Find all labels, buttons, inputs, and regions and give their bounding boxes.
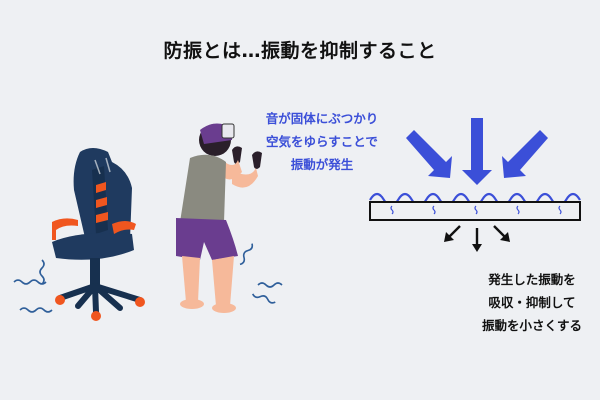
incoming-arrow-left-icon (406, 130, 452, 178)
effect-note: 発生した振動を 吸収・抑制して 振動を小さくする (462, 268, 600, 337)
cause-note: 音が固体にぶつかり 空気をゆらすことで 振動が発生 (262, 107, 382, 176)
damping-material (369, 201, 581, 221)
gaming-chair-illustration (13, 148, 145, 321)
effect-note-line: 振動を小さくする (481, 318, 582, 333)
cause-note-line: 音が固体にぶつかり (265, 111, 379, 126)
damping-diagram (369, 118, 581, 252)
effect-note-line: 吸収・抑制して (488, 295, 576, 310)
incoming-arrow-right-icon (502, 130, 548, 178)
vr-person-illustration (176, 123, 283, 313)
outgoing-arrows-icon (444, 225, 510, 252)
cause-note-line: 振動が発生 (290, 157, 354, 172)
cause-note-line: 空気をゆらすことで (266, 134, 378, 149)
effect-note-line: 発生した振動を (488, 272, 576, 287)
page-title: 防振とは…振動を抑制すること (163, 40, 437, 62)
incoming-arrow-center-icon (462, 118, 492, 185)
